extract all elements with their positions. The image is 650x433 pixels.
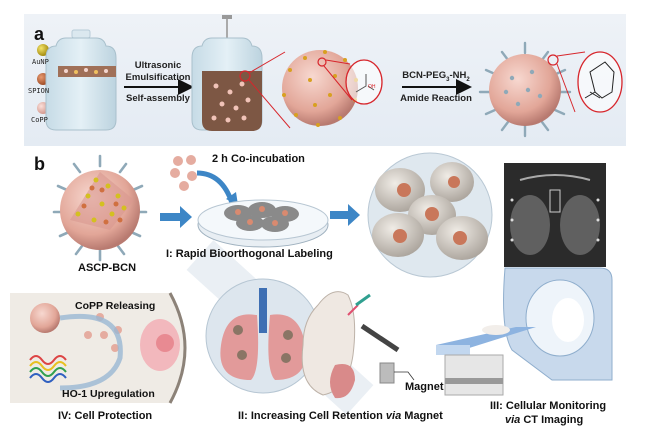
panel-b-label: b	[34, 154, 45, 174]
copp-releasing-label: CoPP Releasing	[75, 300, 156, 312]
bottle-sonicated	[191, 15, 263, 131]
ct-scanner	[436, 267, 613, 396]
step2-label-reagent: BCN-PEG3-NH2	[396, 70, 476, 83]
carboxyl-oh-label: OH	[368, 84, 376, 90]
arrow-to-cells	[330, 204, 360, 226]
petri-dish	[197, 199, 329, 248]
legend-copp-label: CoPP	[31, 116, 48, 124]
step-III-label-line2: via CT Imaging	[505, 414, 583, 426]
step-III-suffix: CT Imaging	[520, 414, 584, 426]
ascp-bcn-label: ASCP-BCN	[78, 262, 137, 274]
ct-scan-image	[504, 163, 606, 267]
reagent-sub1: 3	[446, 76, 450, 83]
bottle-emulsion-layer	[45, 29, 117, 131]
step-II-prefix: II: Increasing Cell Retention	[238, 410, 386, 422]
step-III-via: via	[505, 414, 521, 426]
rat-with-magnet	[301, 291, 415, 399]
panel-a-label: a	[34, 24, 45, 44]
step-IV-label: IV: Cell Protection	[58, 410, 153, 422]
step-II-suffix: Magnet	[401, 410, 443, 422]
step1-label-line2: Emulsification	[125, 72, 191, 83]
cell-protection-panel	[10, 292, 190, 404]
ho1-upregulation-label: HO-1 Upregulation	[62, 388, 155, 400]
bcn-inset	[577, 51, 623, 113]
step-III-label-line1: III: Cellular Monitoring	[490, 400, 607, 412]
step-II-via: via	[385, 410, 402, 422]
reagent-part1: BCN-PEG	[402, 70, 447, 81]
legend-spion-label: SPION	[28, 87, 50, 95]
reagent-part2: -NH	[449, 70, 467, 81]
ascp-bcn-particle-a	[478, 41, 572, 138]
step1-label-line3: Self-assembly	[126, 93, 190, 104]
aunp-legend-sphere	[37, 44, 49, 56]
ascp-bcn-particle-b	[52, 154, 148, 262]
arrow-to-dish	[160, 206, 192, 228]
step2-label-reaction: Amide Reaction	[400, 93, 472, 104]
carboxyl-inset	[345, 59, 383, 105]
free-particles	[170, 155, 197, 191]
labeled-cells-inset	[367, 152, 493, 278]
step-I-label: I: Rapid Bioorthogonal Labeling	[166, 248, 333, 260]
coincubation-label: 2 h Co-incubation	[212, 153, 305, 165]
legend-aunp-label: AuNP	[32, 58, 49, 66]
magnet-label: Magnet	[405, 381, 444, 393]
step-II-label: II: Increasing Cell Retention via Magnet	[238, 410, 443, 422]
reagent-sub2: 2	[466, 76, 470, 83]
step1-label-line1: Ultrasonic	[134, 60, 182, 71]
